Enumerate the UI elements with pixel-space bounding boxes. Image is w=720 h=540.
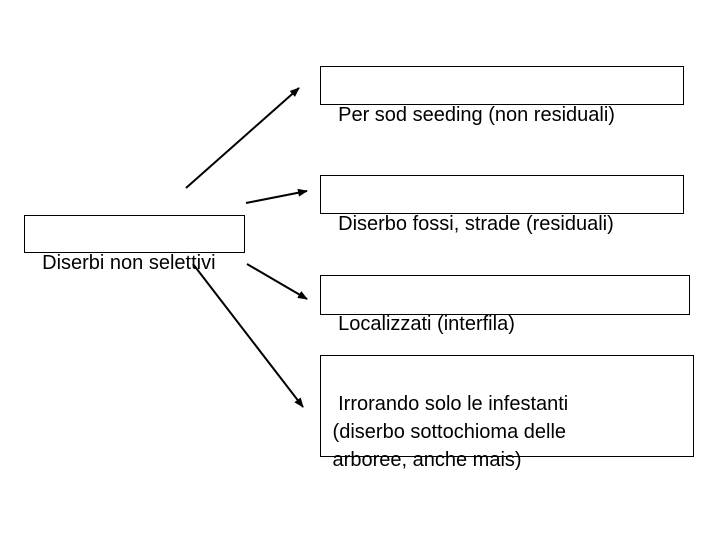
arrow-to-sod-seeding xyxy=(185,87,300,189)
branch-node-diserbo-fossi: Diserbo fossi, strade (residuali) xyxy=(320,175,684,235)
branch-node-sod-seeding: Per sod seeding (non residuali) xyxy=(320,66,684,126)
branch-node-label: Per sod seeding (non residuali) xyxy=(338,104,615,126)
arrow-to-localizzati xyxy=(246,263,308,300)
root-node-label: Diserbi non selettivi xyxy=(42,252,216,274)
branch-node-label: Localizzati (interfila) xyxy=(338,313,515,335)
branch-node-label: Irrorando solo le infestanti (diserbo so… xyxy=(332,393,569,471)
root-node-diserbi-non-selettivi: Diserbi non selettivi xyxy=(24,215,245,274)
branch-node-label: Diserbo fossi, strade (residuali) xyxy=(338,213,614,235)
branch-node-localizzati: Localizzati (interfila) xyxy=(320,275,690,335)
arrow-to-diserbo-fossi xyxy=(245,188,308,204)
arrow-to-irrorando xyxy=(192,263,304,408)
branch-node-irrorando: Irrorando solo le infestanti (diserbo so… xyxy=(320,355,694,471)
